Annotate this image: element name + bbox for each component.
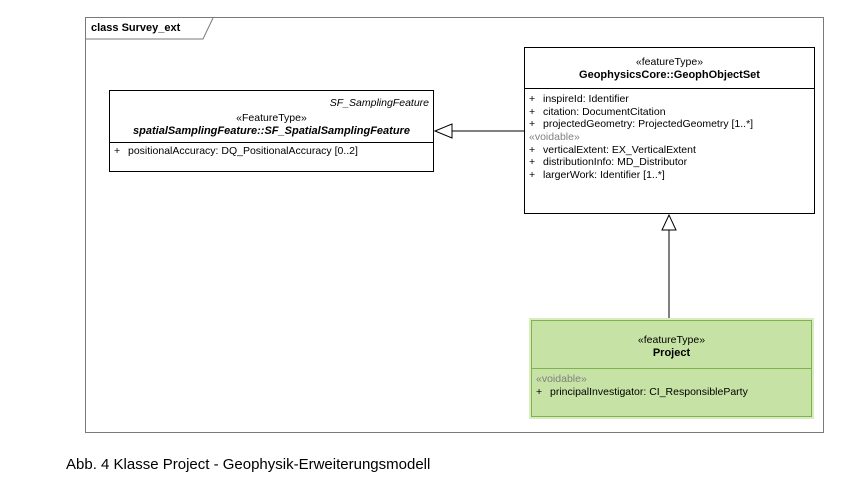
visibility-marker: + bbox=[529, 143, 536, 156]
class-stereotype: «featureType» bbox=[635, 56, 704, 68]
visibility-marker: + bbox=[529, 118, 536, 130]
visibility-marker: + bbox=[529, 93, 536, 105]
attribute-text: distributionInfo: MD_Distributor bbox=[543, 156, 688, 168]
attribute-section: + positionalAccuracy: DQ_PositionalAccura… bbox=[110, 142, 433, 160]
attribute-row: + positionalAccuracy: DQ_PositionalAccura… bbox=[114, 145, 429, 158]
class-name: Project bbox=[652, 347, 691, 359]
class-name: spatialSamplingFeature::SF_SpatialSampli… bbox=[133, 125, 410, 137]
voidable-stereotype: «voidable» bbox=[529, 130, 580, 143]
attribute-row: + inspireId: Identifier bbox=[529, 93, 810, 106]
class-header: «FeatureType» spatialSamplingFeature::SF… bbox=[110, 110, 433, 142]
visibility-marker: + bbox=[529, 168, 536, 181]
class-name: GeophysicsCore::GeophObjectSet bbox=[579, 69, 760, 81]
attribute-text: principalInvestigator: CI_ResponsiblePar… bbox=[550, 386, 748, 398]
attribute-text: verticalExtent: EX_VerticalExtent bbox=[543, 143, 696, 156]
class-sf-spatial-sampling-feature[interactable]: SF_SamplingFeature «FeatureType» spatial… bbox=[109, 90, 434, 172]
attribute-text: inspireId: Identifier bbox=[543, 93, 629, 105]
class-stereotype: «FeatureType» bbox=[236, 112, 307, 124]
attribute-row: + principalInvestigator: CI_ResponsiblePa… bbox=[536, 386, 807, 399]
attribute-row: + verticalExtent: EX_VerticalExtent bbox=[529, 144, 810, 157]
frame-tab-outline bbox=[85, 17, 214, 40]
superclass-label: SF_SamplingFeature bbox=[329, 97, 429, 109]
class-project[interactable]: «featureType» Project «voidable» + princi… bbox=[531, 320, 812, 417]
visibility-marker: + bbox=[536, 386, 543, 398]
figure-caption: Abb. 4 Klasse Project - Geophysik-Erweit… bbox=[66, 456, 431, 473]
visibility-marker: + bbox=[529, 156, 536, 168]
class-stereotype: «featureType» bbox=[637, 334, 706, 346]
voidable-stereotype: «voidable» bbox=[536, 373, 587, 385]
attribute-text: citation: DocumentCitation bbox=[543, 105, 666, 118]
attribute-row: + largerWork: Identifier [1..*] bbox=[529, 169, 810, 182]
attribute-row: + projectedGeometry: ProjectedGeometry [1… bbox=[529, 118, 810, 131]
generalization-arrowhead-sampling bbox=[433, 123, 453, 139]
visibility-marker: + bbox=[529, 105, 536, 118]
generalization-arrowhead-geoph bbox=[661, 213, 677, 231]
class-header: «featureType» GeophysicsCore::GeophObjec… bbox=[525, 48, 814, 88]
class-geoph-object-set[interactable]: «featureType» GeophysicsCore::GeophObjec… bbox=[524, 47, 815, 214]
attribute-row: + distributionInfo: MD_Distributor bbox=[529, 156, 810, 169]
attribute-text: largerWork: Identifier [1..*] bbox=[543, 168, 665, 181]
attribute-section: + inspireId: Identifier + citation: Docume… bbox=[525, 88, 814, 183]
attribute-text: projectedGeometry: ProjectedGeometry [1.… bbox=[543, 118, 754, 130]
attribute-row: + citation: DocumentCitation bbox=[529, 106, 810, 119]
visibility-marker: + bbox=[114, 145, 121, 157]
attribute-text: positionalAccuracy: DQ_PositionalAccurac… bbox=[128, 145, 358, 157]
frame-label-tab: class Survey_ext bbox=[85, 17, 214, 40]
class-header: «featureType» Project bbox=[532, 321, 811, 368]
attribute-section: «voidable» + principalInvestigator: CI_Re… bbox=[532, 368, 811, 401]
frame-label: class Survey_ext bbox=[91, 22, 181, 34]
